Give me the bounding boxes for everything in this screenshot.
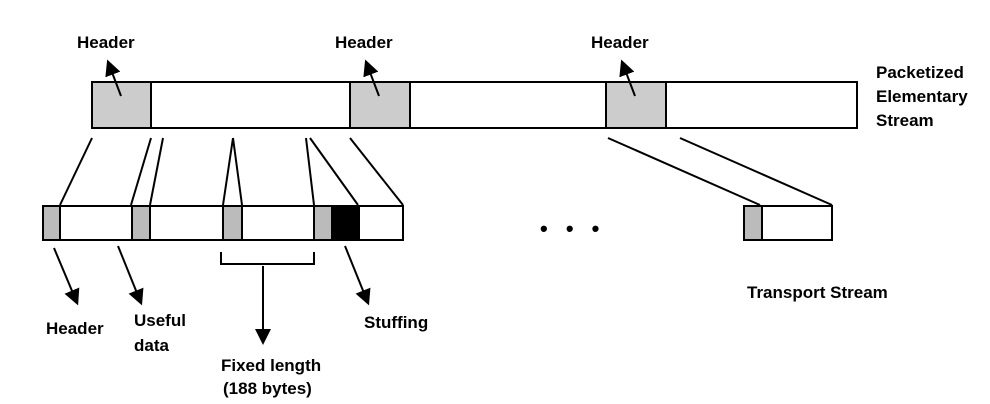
useful-data-line: data <box>134 336 170 355</box>
ts-header-block <box>131 205 151 241</box>
pes-stream-label-line: Stream <box>876 111 934 130</box>
stuffing-arrow <box>344 245 371 306</box>
pes-header-block <box>91 81 152 129</box>
mapping-lines <box>59 137 833 206</box>
pes-header-label: Header <box>77 33 135 52</box>
stuffing-block <box>331 205 360 241</box>
pes-stream-label: Packetized Elementary Stream <box>876 63 972 130</box>
ts-stream-label: Transport Stream <box>747 283 888 302</box>
mapping-line <box>679 137 833 206</box>
fixed-length-label: Fixed length (188 bytes) <box>221 356 326 398</box>
useful-data-arrow <box>117 245 144 306</box>
pes-header-block <box>349 81 411 129</box>
pes-stream-label-line: Packetized <box>876 63 964 82</box>
pes-header-block <box>605 81 667 129</box>
pes-header-label: Header <box>591 33 649 52</box>
mapping-line <box>349 137 404 206</box>
pes-bar <box>91 81 858 129</box>
ts-header-arrow <box>53 247 80 306</box>
useful-data-label: Useful data <box>134 311 191 355</box>
mapping-line <box>309 137 359 206</box>
ellipsis: • • • <box>540 216 605 241</box>
ts-last-packet <box>743 205 833 241</box>
ts-header-label: Header <box>46 319 104 338</box>
useful-data-line: Useful <box>134 311 186 330</box>
fixed-length-line: Fixed length <box>221 356 321 375</box>
ts-header-block <box>42 205 61 241</box>
mapping-line <box>607 137 761 206</box>
fixed-length-bracket <box>220 252 315 265</box>
pes-stream-label-line: Elementary <box>876 87 968 106</box>
fixed-length-line: (188 bytes) <box>223 379 312 398</box>
pes-header-label: Header <box>335 33 393 52</box>
ts-header-block <box>743 205 763 241</box>
mapping-line <box>59 137 93 206</box>
pes-header-arrow <box>105 59 122 97</box>
stuffing-label: Stuffing <box>364 313 428 332</box>
ts-header-block <box>222 205 243 241</box>
ts-header-block <box>313 205 333 241</box>
mapping-line <box>130 137 152 206</box>
pes-bar-outline <box>91 81 858 129</box>
mapping-line <box>222 137 234 206</box>
mapping-line <box>232 137 243 206</box>
ts-bar <box>42 205 404 241</box>
pes-header-arrow <box>363 59 380 97</box>
mapping-line <box>305 137 315 206</box>
pes-header-arrow <box>619 59 636 97</box>
mapping-line <box>149 137 164 206</box>
